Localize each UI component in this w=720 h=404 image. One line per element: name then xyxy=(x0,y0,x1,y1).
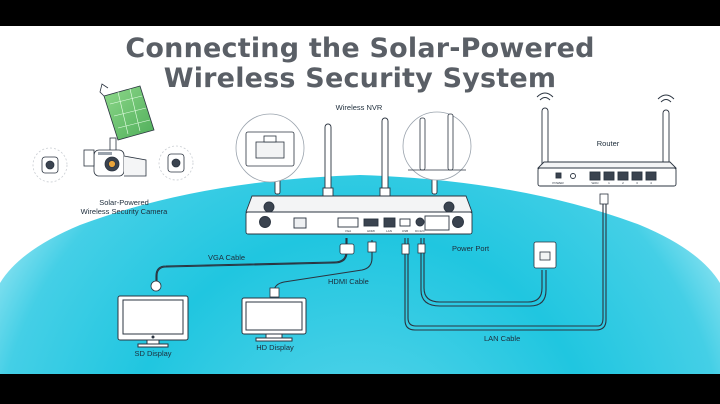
letterbox-top xyxy=(0,0,720,26)
router-port-label-power: POWER xyxy=(552,181,564,185)
router-port-label-3: 3 xyxy=(636,181,638,185)
power-port-label: Power Port xyxy=(452,244,490,253)
nvr-port-label-hdmi: HDMI xyxy=(367,229,375,233)
sd-display-illustration xyxy=(117,295,189,348)
vga-cable-label: VGA Cable xyxy=(208,253,246,262)
nvr-port-label-usb: USB xyxy=(402,229,408,233)
router-port-label-2: 2 xyxy=(622,181,624,185)
hd-display-label: HD Display xyxy=(256,343,294,352)
hd-display-illustration xyxy=(241,297,307,342)
nvr-label: Wireless NVR xyxy=(335,103,383,112)
hdmi-cable-label: HDMI Cable xyxy=(328,277,369,286)
nvr-port-label-lan: LAN xyxy=(386,229,392,233)
camera-label-line2: Wireless Security Camera xyxy=(80,207,168,216)
cables xyxy=(155,196,607,331)
diagram-title-line1: Connecting the Solar-Powered xyxy=(125,33,595,64)
nvr-illustration xyxy=(245,117,473,235)
router-port-label-4: 4 xyxy=(650,181,652,185)
nvr-port-label-dc: DC12V xyxy=(415,229,425,233)
nvr-detail-circles xyxy=(235,111,472,183)
letterbox-bottom xyxy=(0,374,720,404)
cable-connectors xyxy=(150,193,609,298)
lan-cable-label: LAN Cable xyxy=(484,334,521,343)
sd-display-label: SD Display xyxy=(134,349,172,358)
diagram-title-line2: Wireless Security System xyxy=(163,63,557,94)
vga-cable xyxy=(155,238,347,284)
nvr-port-label-vga: VGA xyxy=(345,229,351,233)
camera-label-line1: Solar-Powered xyxy=(99,198,149,207)
lan-cable xyxy=(404,196,607,331)
power-cable xyxy=(420,238,547,307)
router-label: Router xyxy=(596,139,620,148)
solar-camera-illustration xyxy=(32,83,194,183)
router-port-label-1: 1 xyxy=(608,181,610,185)
router-illustration xyxy=(536,92,678,187)
router-port-label-wan: WAN xyxy=(592,181,599,185)
